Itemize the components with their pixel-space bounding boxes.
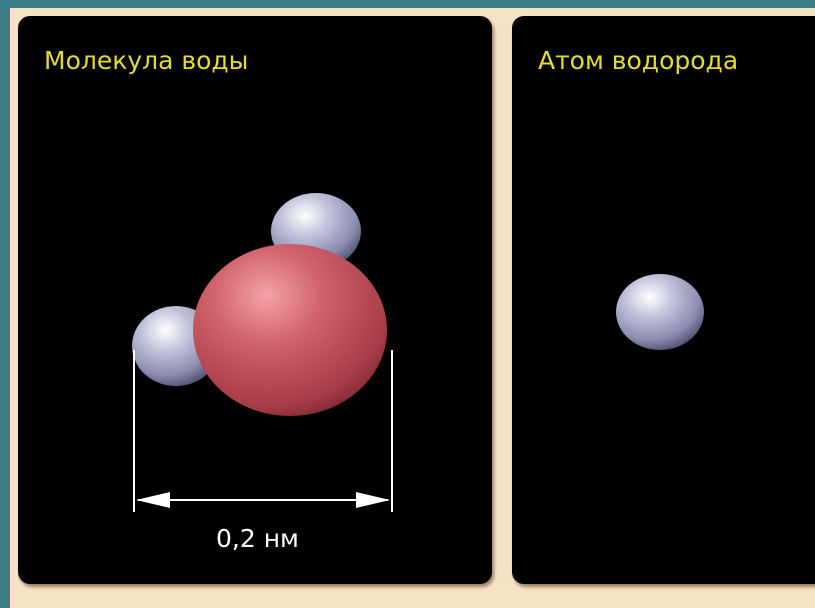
water-molecule-title: Молекула воды	[44, 46, 249, 75]
hydrogen-atom-illustration	[616, 274, 704, 350]
water-molecule-panel: Молекула воды	[18, 16, 492, 584]
figure-frame: Молекула воды	[10, 8, 815, 608]
water-molecule-illustration	[132, 193, 393, 512]
oxygen-atom	[193, 244, 387, 416]
dimension-label: 0,2 нм	[216, 524, 299, 553]
hydrogen-atom-panel: Атом водорода	[512, 16, 815, 584]
hydrogen-atom-title: Атом водорода	[538, 46, 739, 75]
dimension-arrowhead-right	[356, 492, 390, 508]
dimension-arrowhead-left	[136, 492, 170, 508]
hydrogen-atom	[616, 274, 704, 350]
